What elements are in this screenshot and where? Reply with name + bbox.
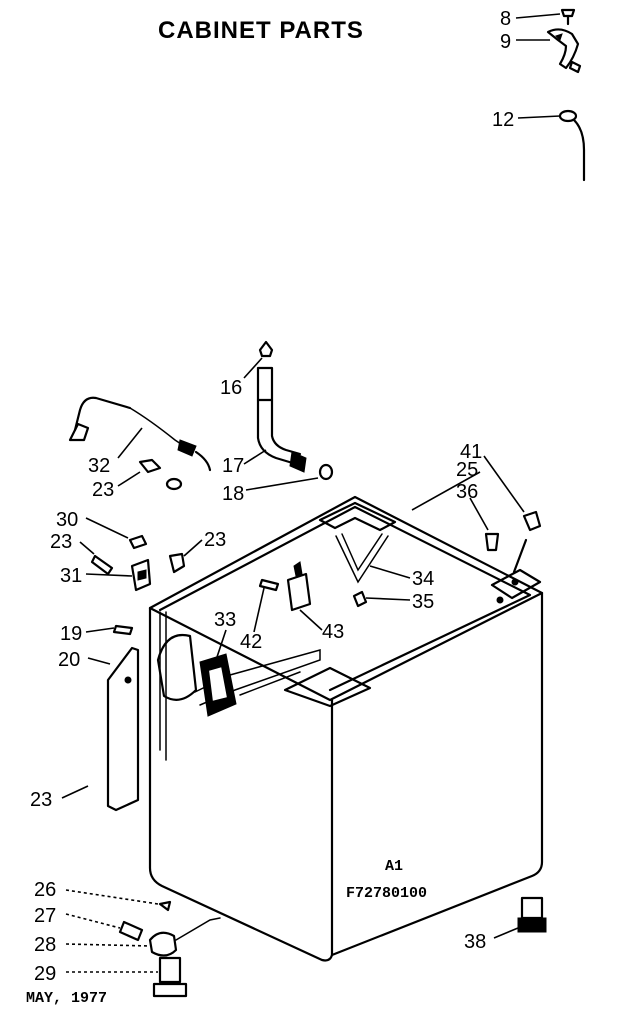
part-screw-19 — [112, 624, 134, 636]
callout-32: 32 — [88, 455, 110, 477]
callout-8: 8 — [500, 8, 511, 30]
callout-33: 33 — [214, 609, 236, 631]
callout-16: 16 — [220, 377, 242, 399]
callout-23b: 23 — [50, 531, 72, 553]
callout-20: 20 — [58, 649, 80, 671]
panel-text-a1: A1 — [385, 858, 403, 875]
part-screw-23a — [138, 458, 162, 474]
callout-19: 19 — [60, 623, 82, 645]
part-nut-23a — [165, 477, 183, 491]
part-clip-30 — [128, 534, 148, 550]
part-cord-32 — [68, 396, 212, 472]
callout-12: 12 — [492, 109, 514, 131]
callout-42: 42 — [240, 631, 262, 653]
part-screw-27 — [118, 920, 144, 942]
part-hose-17 — [256, 366, 307, 473]
callout-28: 28 — [34, 934, 56, 956]
callout-31: 31 — [60, 565, 82, 587]
callout-29: 29 — [34, 963, 56, 985]
callout-23c: 23 — [204, 529, 226, 551]
part-washer-18 — [318, 463, 334, 481]
callout-36: 36 — [456, 481, 478, 503]
part-leg-28 — [148, 917, 221, 957]
diagram-title: CABINET PARTS — [158, 17, 364, 44]
part-clip-41 — [512, 510, 542, 574]
part-nut-35 — [352, 590, 368, 608]
callout-43: 43 — [322, 621, 344, 643]
part-timer-33 — [156, 633, 237, 717]
panel-text-part-number: F72780100 — [346, 885, 427, 902]
part-foot-38 — [517, 896, 547, 933]
part-bracket-31 — [130, 558, 152, 592]
part-clamp-9 — [546, 28, 582, 74]
callout-25: 25 — [456, 459, 478, 481]
part-foot-29 — [152, 956, 188, 998]
part-plug-36 — [484, 532, 500, 552]
callout-27: 27 — [34, 905, 56, 927]
footer-date: MAY, 1977 — [26, 990, 107, 1007]
part-screw-23b — [90, 554, 114, 576]
part-cap-16 — [258, 340, 274, 358]
callout-38: 38 — [464, 931, 486, 953]
part-panel-20 — [106, 646, 140, 812]
part-screw-23c — [168, 552, 186, 574]
callout-18: 18 — [222, 483, 244, 505]
callout-30: 30 — [56, 509, 78, 531]
callout-23d: 23 — [30, 789, 52, 811]
callout-23a: 23 — [92, 479, 114, 501]
part-grommet-12 — [558, 109, 586, 182]
part-spring-34 — [335, 533, 389, 584]
callout-9: 9 — [500, 31, 511, 53]
part-clip-26 — [158, 900, 172, 912]
callout-34: 34 — [412, 568, 434, 590]
part-screw-42 — [258, 578, 280, 592]
leader-lines — [61, 13, 561, 973]
callout-41: 41 — [460, 441, 482, 463]
callout-26: 26 — [34, 879, 56, 901]
callout-35: 35 — [412, 591, 434, 613]
part-switch-43 — [286, 561, 312, 612]
callout-17: 17 — [222, 455, 244, 477]
part-screw-8 — [560, 8, 576, 26]
